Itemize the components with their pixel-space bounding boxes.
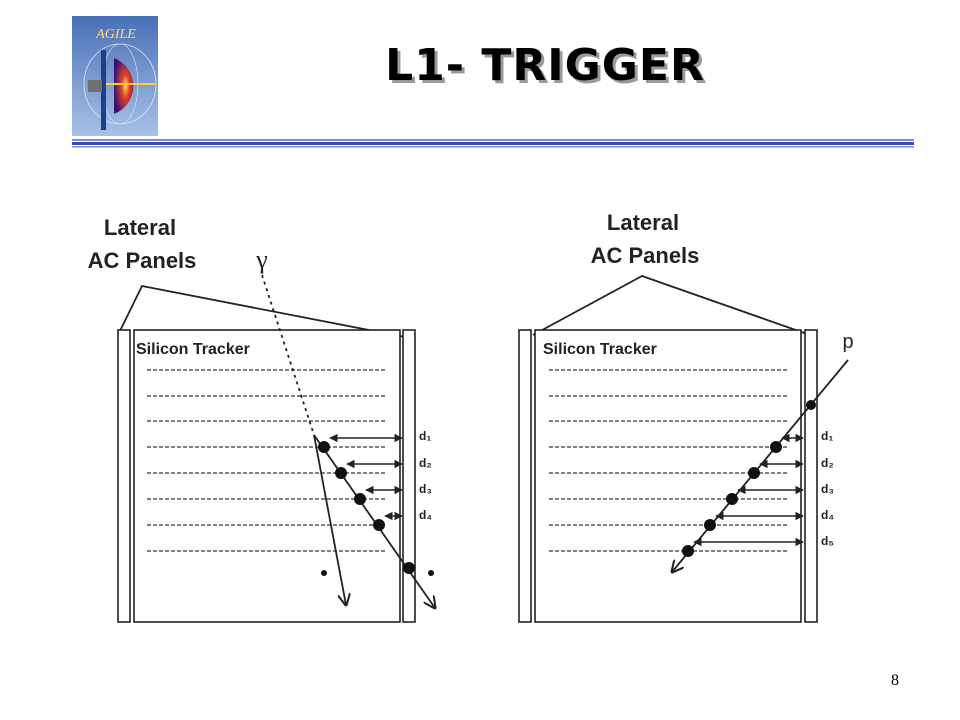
proton-symbol: p bbox=[842, 331, 853, 353]
hit-point bbox=[354, 493, 366, 505]
page-number: 8 bbox=[891, 672, 899, 689]
left-hits bbox=[318, 441, 434, 576]
right-silicon-tracker bbox=[534, 329, 802, 623]
left-panel-label-line2: AC Panels bbox=[88, 248, 197, 273]
gamma-incoming-path bbox=[261, 274, 315, 436]
right-distance-label: d₂ bbox=[821, 456, 834, 470]
left-panel: Lateral AC Panels Silicon Tracker γ bbox=[88, 215, 435, 623]
right-tracker-label: Silicon Tracker bbox=[543, 341, 657, 358]
left-ac-panel-left bbox=[117, 329, 131, 623]
left-distance-arrows bbox=[329, 433, 403, 521]
hit-point bbox=[748, 467, 760, 479]
left-distance-label: d₃ bbox=[419, 482, 432, 496]
left-silicon-tracker bbox=[133, 329, 401, 623]
right-distance-label: d₃ bbox=[821, 482, 834, 496]
left-tracker-label: Silicon Tracker bbox=[136, 341, 250, 358]
left-panel-label-line1: Lateral bbox=[104, 215, 176, 240]
right-panel: Lateral AC Panels Silicon Tracker p bbox=[518, 210, 854, 623]
right-distance-label: d₄ bbox=[821, 508, 834, 522]
title-underline bbox=[72, 139, 914, 148]
left-ac-label-pointer bbox=[117, 284, 411, 339]
left-tracker-planes bbox=[147, 369, 386, 552]
hit-point bbox=[321, 570, 327, 576]
right-distance-label: d₅ bbox=[821, 534, 834, 548]
gamma-symbol: γ bbox=[255, 245, 268, 274]
hit-point bbox=[726, 493, 738, 505]
hit-point bbox=[335, 467, 347, 479]
slide-title: L1- TRIGGER bbox=[385, 40, 705, 91]
right-distance-arrows bbox=[693, 433, 804, 547]
hit-point bbox=[318, 441, 330, 453]
right-distance-label: d₁ bbox=[821, 429, 833, 443]
left-distance-label: d₂ bbox=[419, 456, 432, 470]
right-panel-label-line1: Lateral bbox=[607, 210, 679, 235]
left-distance-label: d₁ bbox=[419, 429, 431, 443]
hit-point bbox=[682, 545, 694, 557]
agile-logo: AGILE bbox=[72, 16, 158, 136]
hit-point bbox=[806, 400, 816, 410]
right-ac-panel-left bbox=[518, 329, 532, 623]
hit-point bbox=[428, 570, 434, 576]
right-hits bbox=[682, 400, 816, 557]
right-panel-label-line2: AC Panels bbox=[591, 243, 700, 268]
left-ac-panel-right bbox=[402, 329, 416, 623]
hit-point bbox=[403, 562, 415, 574]
right-ac-panel-right bbox=[804, 329, 818, 623]
hit-point bbox=[373, 519, 385, 531]
right-tracker-planes bbox=[549, 369, 788, 552]
electron-track bbox=[313, 434, 346, 605]
trigger-diagram: Lateral AC Panels Silicon Tracker γ bbox=[88, 210, 854, 623]
hit-point bbox=[770, 441, 782, 453]
left-distance-label: d₄ bbox=[419, 508, 432, 522]
hit-point bbox=[704, 519, 716, 531]
right-ac-label-pointer bbox=[532, 275, 811, 336]
agile-logo-text: AGILE bbox=[95, 27, 136, 42]
